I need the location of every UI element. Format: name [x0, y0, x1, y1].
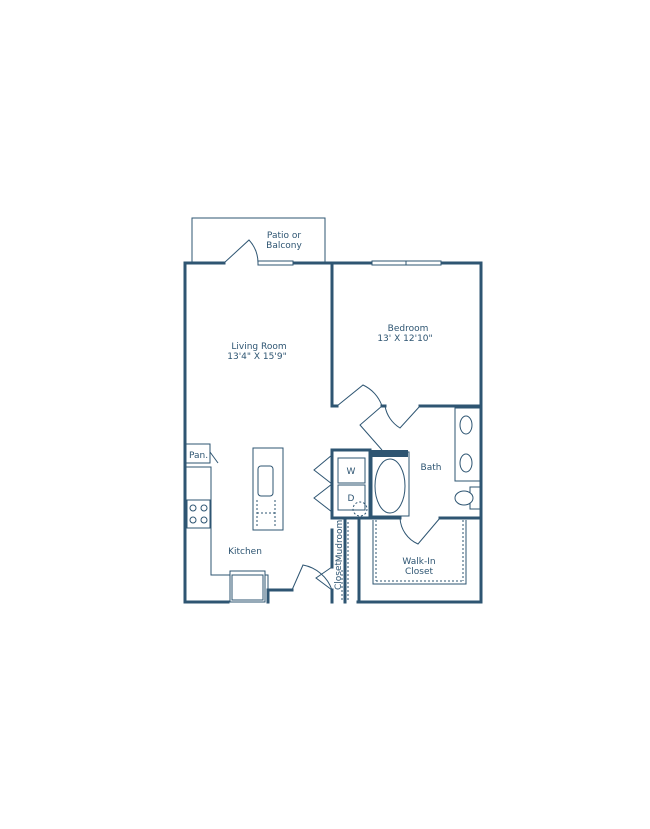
living-room-dimensions: 13'4" X 15'9" [227, 352, 286, 362]
entry-door [291, 564, 333, 591]
bedroom-dimensions: 13' X 12'10" [377, 334, 432, 344]
bedroom-window [371, 260, 442, 266]
pantry [185, 443, 219, 464]
tub [370, 450, 410, 517]
closet-small-label: Closet [334, 562, 344, 591]
dryer-label: D [348, 494, 355, 504]
living-room-label: Living Room [231, 342, 286, 352]
bath-label: Bath [421, 463, 442, 473]
kitchen-label: Kitchen [228, 547, 262, 557]
refrigerator [229, 570, 266, 603]
washer [337, 457, 366, 484]
walk-in-closet-label-line1: Walk-In [402, 557, 435, 567]
kitchen-island [252, 447, 284, 531]
bedroom-label: Bedroom [388, 324, 429, 334]
laundry-door [359, 405, 383, 451]
patio-door [223, 239, 294, 266]
bedroom-door [336, 384, 383, 407]
patio [191, 217, 326, 262]
stove [186, 499, 211, 529]
laundry-closet-doors [313, 454, 333, 513]
interior-walls [330, 261, 483, 604]
mudroom-shelf [341, 522, 349, 600]
washer-label: W [347, 467, 356, 477]
bath-door [384, 405, 421, 429]
mudroom-closet-door [315, 566, 333, 591]
closet-shelves [372, 520, 467, 585]
patio-label-line1: Patio or [267, 231, 301, 241]
mudroom-label: Mudroom [335, 520, 345, 562]
dryer [337, 484, 368, 517]
toilet [454, 486, 481, 510]
pantry-label: Pan. [189, 451, 208, 461]
patio-label-line2: Balcony [266, 241, 302, 251]
closet-door [399, 517, 441, 545]
vanity [454, 407, 481, 482]
walk-in-closet-label-line2: Closet [405, 567, 434, 577]
